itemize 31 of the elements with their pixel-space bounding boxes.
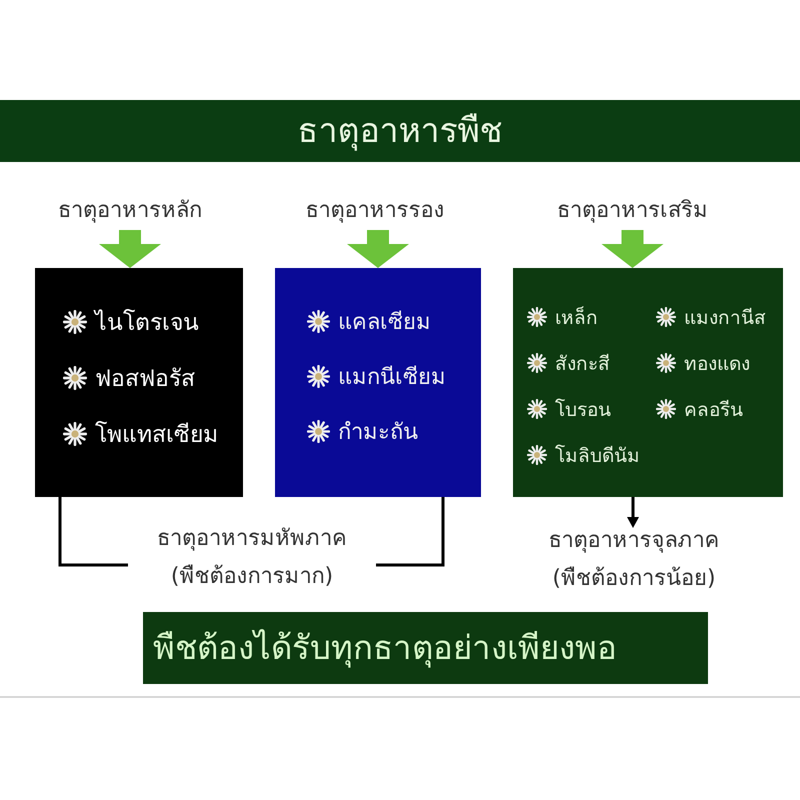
element-name: ไนโตรเจน <box>95 308 199 338</box>
title-banner: ธาตุอาหารพืช <box>0 100 800 162</box>
block-arrow <box>99 230 161 268</box>
element-box <box>513 268 783 497</box>
element-name: แมกนีเซียม <box>338 364 446 392</box>
element-box <box>35 268 243 497</box>
bracket-line <box>58 497 128 566</box>
group-heading: ธาตุอาหารเสริม <box>556 197 709 225</box>
element-name: สังกะสี <box>555 352 610 377</box>
group-heading: ธาตุอาหารรอง <box>304 197 446 225</box>
block-arrow <box>602 230 664 268</box>
element-name: คลอรีน <box>684 398 743 423</box>
group-heading: ธาตุอาหารหลัก <box>57 197 203 225</box>
element-name: โบรอน <box>555 398 611 423</box>
block-arrow <box>347 230 409 268</box>
group-label: ธาตุอาหารจุลภาค <box>548 527 720 555</box>
element-name: โพแทสเซียม <box>95 420 218 450</box>
conclusion-banner: พืชต้องได้รับทุกธาตุอย่างเพียงพอ <box>143 612 708 684</box>
group-label: ธาตุอาหารมหัพภาค <box>156 525 348 553</box>
element-name: กำมะถัน <box>338 419 418 447</box>
element-box <box>275 268 481 497</box>
element-name: ฟอสฟอรัส <box>95 365 195 394</box>
bracket-line <box>376 497 444 566</box>
arrow <box>627 497 639 528</box>
group-note: (พืชต้องการมาก) <box>170 563 334 591</box>
element-name: แคลเซียม <box>338 309 431 337</box>
group-note: (พืชต้องการน้อย) <box>551 565 717 593</box>
element-name: แมงกานีส <box>684 306 766 331</box>
element-name: เหล็ก <box>555 305 598 331</box>
element-name: โมลิบดีนัม <box>555 444 640 469</box>
element-name: ทองแดง <box>684 352 750 377</box>
